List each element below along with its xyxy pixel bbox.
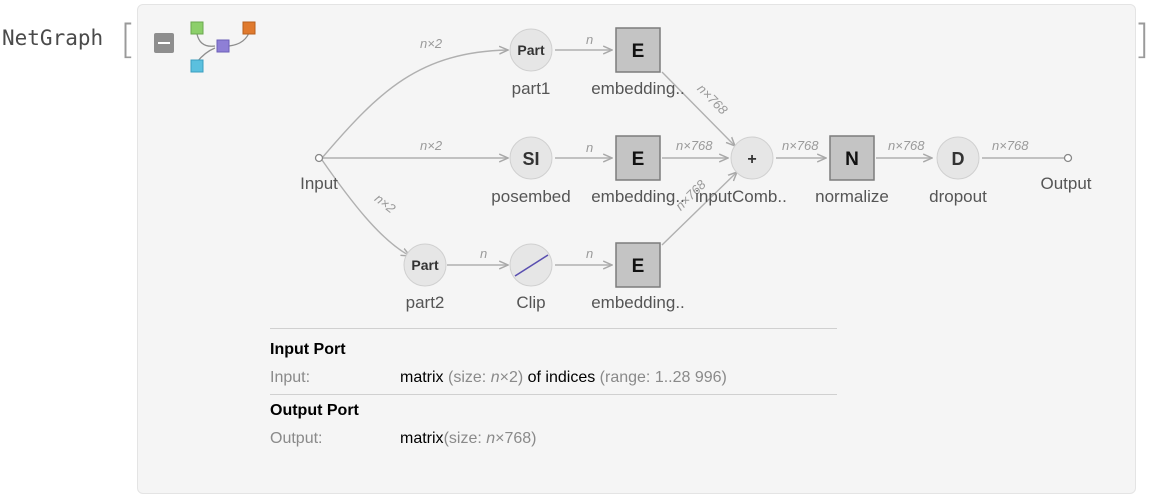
emb1-glyph: E (632, 41, 645, 62)
edge-label: n×768 (782, 138, 819, 153)
input-label: Input (300, 174, 338, 193)
part2-node[interactable] (403, 243, 447, 287)
output-port-dot[interactable] (1063, 153, 1073, 163)
collapse-button[interactable] (154, 33, 174, 53)
part2-glyph: Part (411, 257, 439, 273)
emb2-node[interactable] (615, 135, 661, 181)
output-size-suffix: ×768) (495, 430, 537, 447)
edge-label: n×768 (888, 138, 925, 153)
emb2-label: embedding.. (591, 187, 685, 206)
input-port-value: matrix (size: n×2) of indices (range: 1.… (400, 369, 727, 387)
emb3-node[interactable] (615, 242, 661, 288)
part1-glyph: Part (517, 42, 545, 58)
edge-input-part2 (321, 159, 410, 256)
normalize-node[interactable] (829, 135, 875, 181)
output-port-title: Output Port (270, 402, 359, 419)
clip-curve-icon (514, 254, 549, 277)
input-range: (range: 1..28 996) (599, 369, 727, 386)
input-port-dot[interactable] (314, 153, 324, 163)
emb3-label: embedding.. (591, 293, 685, 312)
edge-input-part1 (321, 50, 508, 159)
edge-label: n×2 (372, 191, 399, 217)
normalize-label: normalize (815, 187, 889, 206)
dropout-glyph: D (952, 149, 965, 169)
open-bracket: [ (120, 17, 136, 63)
input-size-prefix: (size: (448, 369, 491, 386)
edge-label: n (586, 246, 593, 261)
normalize-glyph: N (845, 149, 859, 170)
divider (270, 328, 837, 329)
edge-label: n×768 (992, 138, 1029, 153)
posembed-glyph: SI (522, 149, 539, 169)
input-port-key: Input: (270, 369, 311, 386)
edge-label: n×768 (694, 81, 731, 118)
part1-label: part1 (512, 79, 551, 98)
edge-emb3-combine (661, 172, 737, 246)
dropout-node[interactable] (936, 136, 980, 180)
edge-emb1-combine (661, 71, 735, 146)
input-port-title: Input Port (270, 341, 346, 358)
edge-label: n×768 (676, 138, 713, 153)
clip-label: Clip (516, 293, 545, 312)
output-size-prefix: (size: (443, 430, 487, 447)
output-type: matrix (400, 430, 444, 447)
edge-label: n (480, 246, 487, 261)
edge-label: n×2 (420, 36, 443, 51)
edge-label: n (586, 140, 593, 155)
combine-glyph: + (747, 151, 756, 168)
output-port-key: Output: (270, 430, 323, 447)
emb1-node[interactable] (615, 27, 661, 73)
combine-node[interactable] (730, 136, 774, 180)
emb3-glyph: E (632, 256, 645, 277)
input-size-n: n (490, 369, 500, 386)
output-label: Output (1040, 174, 1091, 193)
posembed-node[interactable] (509, 136, 553, 180)
emb1-label: embedding.. (591, 79, 685, 98)
part1-node[interactable] (509, 28, 553, 72)
dropout-label: dropout (929, 187, 987, 206)
output-size-n: n (486, 430, 496, 447)
edge-label: n (586, 32, 593, 47)
netgraph-head: NetGraph (2, 26, 104, 50)
input-indices: of indices (527, 369, 596, 386)
divider (270, 394, 837, 395)
close-bracket: ] (1134, 17, 1150, 63)
input-type: matrix (400, 369, 444, 386)
edge-label: n×2 (420, 138, 443, 153)
posembed-label: posembed (491, 187, 570, 206)
emb2-glyph: E (632, 149, 645, 170)
combine-label: inputComb.. (695, 187, 787, 206)
part2-label: part2 (406, 293, 445, 312)
output-port-value: matrix(size: n×768) (400, 430, 537, 448)
network-icon[interactable] (190, 21, 256, 73)
input-size-suffix: ×2) (499, 369, 524, 386)
